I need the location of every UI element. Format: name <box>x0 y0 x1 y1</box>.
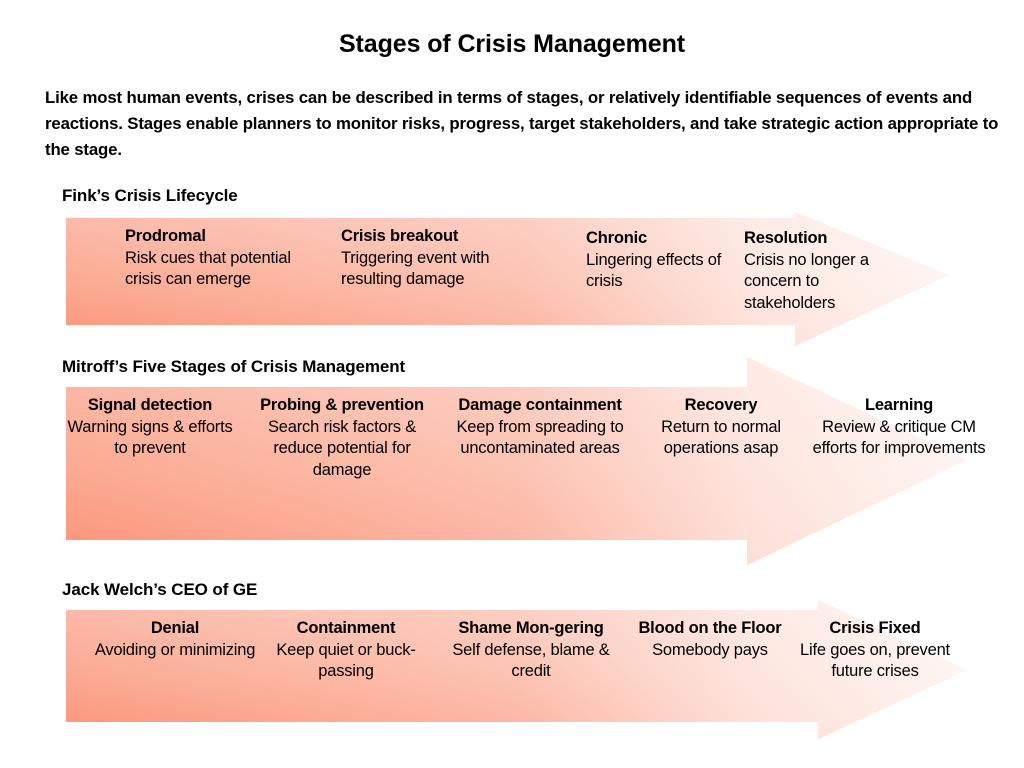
stage-description: Keep quiet or buck-passing <box>276 640 416 681</box>
stage-title: Crisis Fixed <box>829 619 921 637</box>
stage-item: Crisis Fixed Life goes on, prevent futur… <box>800 618 950 683</box>
stage-item: Blood on the Floor Somebody pays <box>624 618 796 661</box>
stage-title: Signal detection <box>87 396 213 414</box>
page-title: Stages of Crisis Management <box>338 30 685 58</box>
stage-item: Prodromal Risk cues that potential crisi… <box>125 226 330 291</box>
stage-title: Crisis breakout <box>341 227 459 245</box>
stage-item: Probing & prevention Search risk factors… <box>254 395 430 481</box>
stage-description: Keep from spreading to uncontaminated ar… <box>456 417 624 458</box>
section-heading-finks: Fink’s Crisis Lifecycle <box>62 186 238 205</box>
stage-item: Chronic Lingering effects of crisis <box>586 228 726 293</box>
stage-title: Damage containment <box>458 396 622 414</box>
stage-description: Search risk factors & reduce potential f… <box>267 417 416 479</box>
stage-title: Probing & prevention <box>260 396 424 414</box>
stage-item: Recovery Return to normal operations asa… <box>639 395 803 460</box>
stage-title: Denial <box>150 619 200 637</box>
stage-item: Crisis breakout Triggering event with re… <box>341 226 551 291</box>
stage-title: Shame Mon-gering <box>458 619 604 637</box>
stage-item: Signal detection Warning signs & efforts… <box>60 395 240 460</box>
section-heading-mitroffs: Mitroff’s Five Stages of Crisis Manageme… <box>62 357 406 376</box>
stage-description: Crisis no longer a concern to stakeholde… <box>744 250 869 312</box>
stage-item: Learning Review & critique CM efforts fo… <box>810 395 988 460</box>
stage-item: Denial Avoiding or minimizing <box>92 618 258 661</box>
stage-item: Containment Keep quiet or buck-passing <box>262 618 430 683</box>
stage-description: Review & critique CM efforts for improve… <box>812 417 986 458</box>
stage-title: Resolution <box>744 229 828 247</box>
stage-title: Recovery <box>684 396 758 414</box>
stage-description: Avoiding or minimizing <box>94 640 256 659</box>
stage-description: Return to normal operations asap <box>661 417 781 458</box>
stage-item: Shame Mon-gering Self defense, blame & c… <box>450 618 612 683</box>
stage-title: Learning <box>864 396 934 414</box>
stage-description: Somebody pays <box>652 640 768 659</box>
arrow-shape-mitroffs <box>60 350 980 575</box>
stage-title: Containment <box>296 619 396 637</box>
stage-description: Warning signs & efforts to prevent <box>67 417 233 458</box>
stage-description: Self defense, blame & credit <box>452 640 610 681</box>
stage-title: Prodromal <box>125 227 206 245</box>
intro-paragraph: Like most human events, crises can be de… <box>45 88 999 159</box>
stage-description: Life goes on, prevent future crises <box>800 640 950 681</box>
section-heading-jack-welchs: Jack Welch’s CEO of GE <box>62 580 258 599</box>
stage-title: Blood on the Floor <box>638 619 782 637</box>
stage-description: Risk cues that potential crisis can emer… <box>125 248 291 289</box>
stage-title: Chronic <box>586 229 647 247</box>
stage-item: Resolution Crisis no longer a concern to… <box>744 228 904 314</box>
arrow-shape-finks <box>60 205 960 355</box>
arrow-shape-jack-welchs <box>60 594 980 744</box>
stage-item: Damage containment Keep from spreading t… <box>450 395 630 460</box>
stage-description: Triggering event with resulting damage <box>341 248 490 289</box>
stage-description: Lingering effects of crisis <box>586 250 722 291</box>
